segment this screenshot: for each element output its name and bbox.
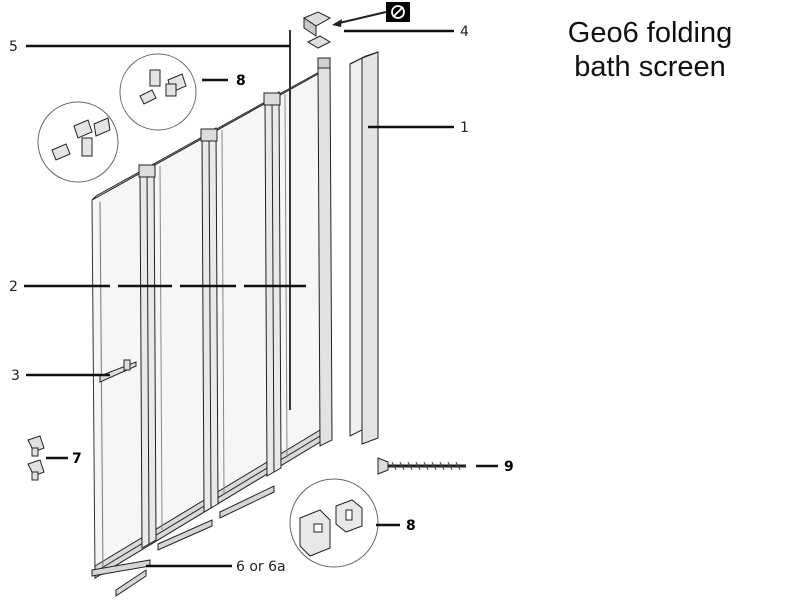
- screw: [377, 457, 466, 475]
- detail-circle-bottom: [289, 478, 379, 568]
- small-clips: [27, 435, 45, 481]
- arrow-head: [332, 19, 342, 27]
- callout-5: 5: [9, 39, 18, 55]
- title-line-2: bath screen: [574, 51, 726, 83]
- callout-4: 4: [460, 24, 469, 40]
- callout-2: 2: [9, 279, 18, 295]
- callout-8-top: 8: [236, 73, 246, 89]
- glass-panel-assembly: [91, 57, 333, 597]
- leader-line: [334, 11, 387, 25]
- diagram-title: Geo6 folding bath screen: [540, 16, 760, 84]
- title-line-1: Geo6 folding: [567, 17, 733, 49]
- detail-circle-left: [37, 101, 119, 183]
- hinge-strip: [138, 163, 157, 549]
- end-cap-parts: [302, 11, 332, 49]
- handle: [99, 359, 137, 383]
- hinge-strip: [263, 91, 282, 477]
- hinge-strip: [200, 127, 219, 513]
- no-entry-symbol: [386, 2, 410, 22]
- callout-6: 6 or 6a: [236, 559, 286, 575]
- callout-1: 1: [460, 120, 469, 136]
- detail-circle-top: [119, 53, 197, 131]
- callout-7: 7: [72, 451, 82, 467]
- callout-9: 9: [504, 459, 514, 475]
- leader-lines: [24, 29, 498, 568]
- callout-8-bottom: 8: [406, 518, 416, 534]
- callout-3: 3: [11, 368, 20, 384]
- wall-profile: [349, 51, 379, 445]
